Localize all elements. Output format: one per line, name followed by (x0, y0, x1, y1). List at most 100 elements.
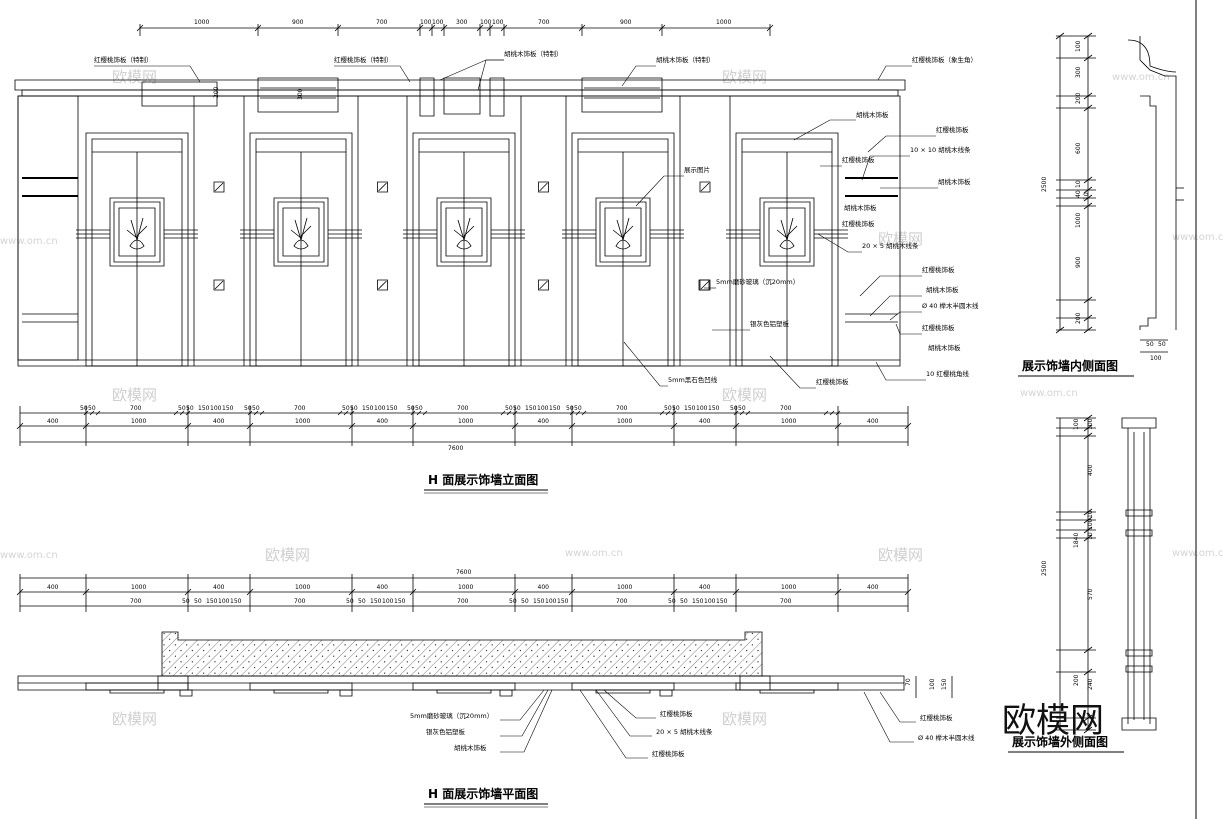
callout-label: 红樱桃饰板 (842, 155, 875, 164)
callout-label: Ø 40 榉木半圆木线 (922, 301, 979, 310)
dim-text: 10 (1075, 180, 1082, 188)
dim-text: 700 (457, 598, 469, 605)
dim-text: 570 (1087, 588, 1094, 600)
callout-stone: 5mm黑石色凹线 (668, 375, 718, 384)
left-end-panel (18, 96, 78, 360)
dim-text: 100 (1073, 418, 1080, 430)
outer-dim-ticks (1056, 415, 1096, 733)
dim-text: 100 (374, 405, 386, 412)
dim-tick (582, 411, 586, 415)
leader-line (880, 692, 916, 722)
column-ring (1126, 650, 1152, 656)
callout-panel: 银灰色铝塑板 (750, 319, 790, 328)
plan-pilaster (500, 690, 512, 696)
dim-text: 700 (780, 405, 792, 412)
dim-text: 400 (867, 584, 879, 591)
dim-text: 700 (294, 405, 306, 412)
dim-text: 100 (420, 19, 432, 26)
leader-line (580, 690, 648, 758)
dim-text: 100 (696, 405, 708, 412)
dim-text: 900 (292, 19, 304, 26)
outer-side-view (1056, 415, 1156, 733)
plan-door-face (250, 683, 352, 690)
leader-line (478, 60, 504, 90)
dim-text: 1000 (716, 19, 731, 26)
leader-line (770, 356, 816, 388)
display-bays (76, 96, 848, 366)
leader-line (94, 66, 200, 82)
leader-line (500, 690, 544, 720)
leader-line (622, 66, 656, 86)
dim-text: 100 (1150, 355, 1162, 362)
dim-text: 50 (668, 598, 676, 605)
elevation-title: H 面展示饰墙立面图 (428, 472, 538, 487)
dim-text: 1000 (617, 418, 632, 425)
inner-dim-ticks (1056, 33, 1096, 333)
total-dim-text: 7600 (456, 569, 471, 576)
watermark-layer: 欧模网 欧模网 www.om.cn www.om.cn 欧模网 www.om.c… (0, 68, 1223, 728)
dim-text: 50 (350, 405, 358, 412)
vase-plant-icon (454, 218, 474, 249)
dim-tick (733, 423, 739, 429)
dim-text: 1000 (781, 584, 796, 591)
dim-text: 150 (370, 598, 382, 605)
label-top-mid-left: 红樱桃饰板（特制） (334, 55, 393, 64)
dim-text: 1000 (131, 584, 146, 591)
plan-door-face (413, 683, 515, 690)
picture-frame (110, 198, 164, 266)
plan-callout: 5mm磨砂玻璃（沉20mm） (410, 711, 493, 720)
dim-text: 1000 (1075, 213, 1082, 228)
watermark-brand: 欧模网 (265, 546, 310, 564)
dim-text: 1000 (617, 584, 632, 591)
dim-text: 100 (210, 405, 222, 412)
dim-text: 150 (941, 678, 948, 690)
glass-square-hatch (379, 183, 387, 191)
dim-text: 100 (929, 678, 936, 690)
leader-line (870, 296, 922, 316)
dim-tick (83, 589, 89, 595)
dim-text: 700 (294, 598, 306, 605)
plan-pilaster (180, 690, 192, 696)
dim-text: 50 (88, 405, 96, 412)
glass-square (214, 280, 224, 290)
label-top-mid: 胡桃木饰板（特制） (504, 49, 563, 58)
dim-text: 700 (538, 19, 550, 26)
dim-text: 1000 (458, 584, 473, 591)
glass-square-hatch (701, 183, 709, 191)
leader-line (440, 60, 504, 80)
watermark-url: www.om.cn (565, 548, 623, 559)
dim-tick (671, 589, 677, 595)
dim-text: 150 (222, 405, 234, 412)
dim-tick (512, 589, 518, 595)
callout-label: 红樱桃饰板 (922, 265, 955, 274)
glass-square (378, 182, 388, 192)
leader-line (876, 362, 926, 380)
dim-text: 700 (130, 598, 142, 605)
plan-door-face (86, 683, 188, 690)
dim-text: 50 (672, 405, 680, 412)
watermark-brand: 欧模网 (722, 386, 767, 404)
glass-square (214, 182, 224, 192)
dim-tick (84, 411, 88, 415)
dim-tick (349, 423, 355, 429)
dim-tick (186, 411, 190, 415)
dim-text: 200 (1073, 674, 1080, 686)
dim-tick (174, 411, 178, 415)
leader-line (624, 342, 668, 386)
dim-text: 10 (1087, 510, 1094, 518)
inner-side-title: 展示饰墙内侧面图 (1022, 358, 1118, 373)
callout-label: 胡桃木饰板 (926, 285, 959, 294)
dim-text: 150 (716, 598, 728, 605)
cornice-block-mid-left (258, 78, 338, 112)
dim-text: 50 (407, 405, 415, 412)
watermark-url: www.om.cn (0, 236, 58, 247)
dim-text: 150 (386, 405, 398, 412)
dim-text: 400 (47, 418, 59, 425)
dim-text: 1000 (295, 584, 310, 591)
dim-text: 150 (684, 405, 696, 412)
dim-text: 100 (545, 598, 557, 605)
plan-callout: 红樱桃饰板 (660, 709, 693, 718)
cornice-band (22, 90, 898, 96)
dim-tick (570, 411, 574, 415)
